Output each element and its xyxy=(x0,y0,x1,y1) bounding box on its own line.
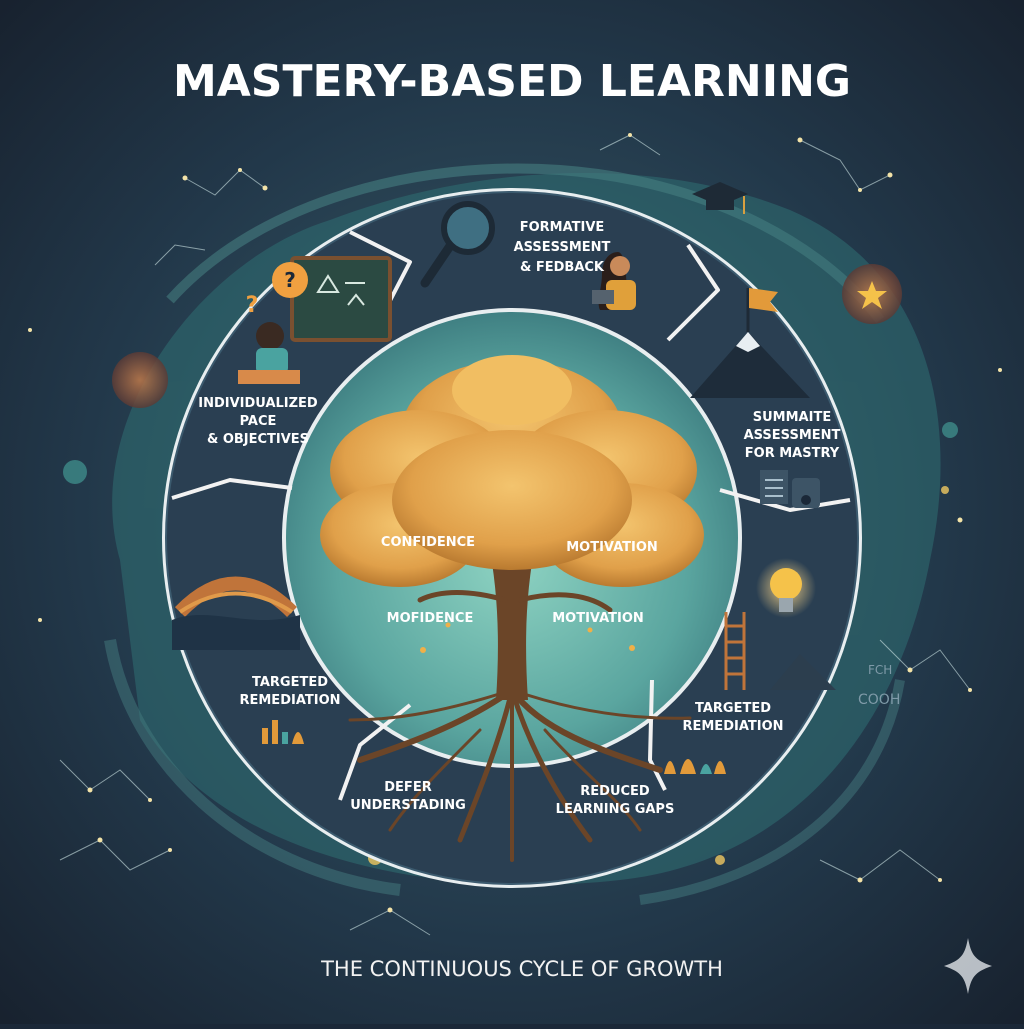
segment-reduced-gaps: REDUCED LEARNING GAPS xyxy=(556,784,675,817)
segment-deeper-understanding: DEFER UNDERSTADING xyxy=(350,780,466,813)
magnifier-icon xyxy=(420,201,495,288)
small-orb-right xyxy=(942,422,958,438)
svg-text:?: ? xyxy=(284,268,296,292)
hanging-lanterns xyxy=(420,622,635,653)
bridge-icon xyxy=(172,576,300,650)
segment-line: FORMATIVE xyxy=(520,220,605,235)
star-icon xyxy=(857,281,887,309)
outer-ring-border xyxy=(162,188,862,888)
lightbulb-icon xyxy=(756,558,816,618)
flag-icon xyxy=(749,288,778,312)
segment-line: SUMMAITE xyxy=(753,410,831,425)
segment-line: ASSESSMENT xyxy=(744,428,841,443)
segment-line: INDIVIDUALIZED xyxy=(198,396,318,411)
segment-remediation-right: TARGETED REMEDIATION xyxy=(682,701,783,734)
small-orb-left xyxy=(63,460,87,484)
graduation-cap-icon xyxy=(692,182,748,214)
segment-line: PACE xyxy=(240,414,277,429)
left-orb xyxy=(112,352,168,408)
tree-canopy xyxy=(320,355,704,587)
segment-line: ASSESSMENT xyxy=(514,240,611,255)
growth-bars-left xyxy=(262,720,304,744)
segment-remediation-left: TARGETED REMEDIATION xyxy=(239,675,340,708)
question-icon xyxy=(272,262,308,298)
chalkboard-icon xyxy=(290,256,392,342)
student-figure xyxy=(592,252,636,310)
chalkboard-scene: ? ? xyxy=(238,256,392,384)
segment-line: DEFER xyxy=(384,780,431,795)
segment-line: TARGETED xyxy=(252,675,328,690)
label-motivation-bottom: MOTIVATION xyxy=(552,611,644,626)
segment-line: REMEDIATION xyxy=(239,693,340,708)
side-text-fch: FCH xyxy=(868,663,892,677)
segment-line: UNDERSTADING xyxy=(350,798,466,813)
label-confidence: CONFIDENCE xyxy=(381,535,475,550)
label-motivation-top: MOTIVATION xyxy=(566,540,658,555)
segment-formative: FORMATIVE ASSESSMENT & FEDBACK xyxy=(514,220,611,275)
segment-line: REDUCED xyxy=(580,784,650,799)
subtitle: THE CONTINUOUS CYCLE OF GROWTH xyxy=(320,957,723,981)
ladder-icon xyxy=(724,612,746,690)
segment-line: TARGETED xyxy=(695,701,771,716)
segment-line: & OBJECTIVES xyxy=(207,432,309,447)
rock-shape xyxy=(770,654,836,690)
constellations xyxy=(59,134,971,936)
segment-line: FOR MASTRY xyxy=(745,446,840,461)
outer-ring-shade xyxy=(165,191,859,885)
growth-bars-right xyxy=(664,759,726,774)
segment-line: REMEDIATION xyxy=(682,719,783,734)
mountain-scene xyxy=(690,288,810,398)
segment-line: LEARNING GAPS xyxy=(556,802,675,817)
segment-line: & FEDBACK xyxy=(520,260,605,275)
sparkle-icon xyxy=(944,938,992,994)
page-title: MASTERY-BASED LEARNING xyxy=(173,56,851,107)
segment-individualized: INDIVIDUALIZED PACE & OBJECTIVES xyxy=(198,396,318,447)
label-mofidence: MOFIDENCE xyxy=(387,611,474,626)
segment-summative: SUMMAITE ASSESSMENT FOR MASTRY xyxy=(744,410,841,461)
svg-text:?: ? xyxy=(246,293,259,318)
document-icon xyxy=(760,470,820,508)
side-text-cooh: COOH xyxy=(858,692,900,708)
tree-labels: CONFIDENCE MOTIVATION MOFIDENCE MOTIVATI… xyxy=(381,535,658,626)
